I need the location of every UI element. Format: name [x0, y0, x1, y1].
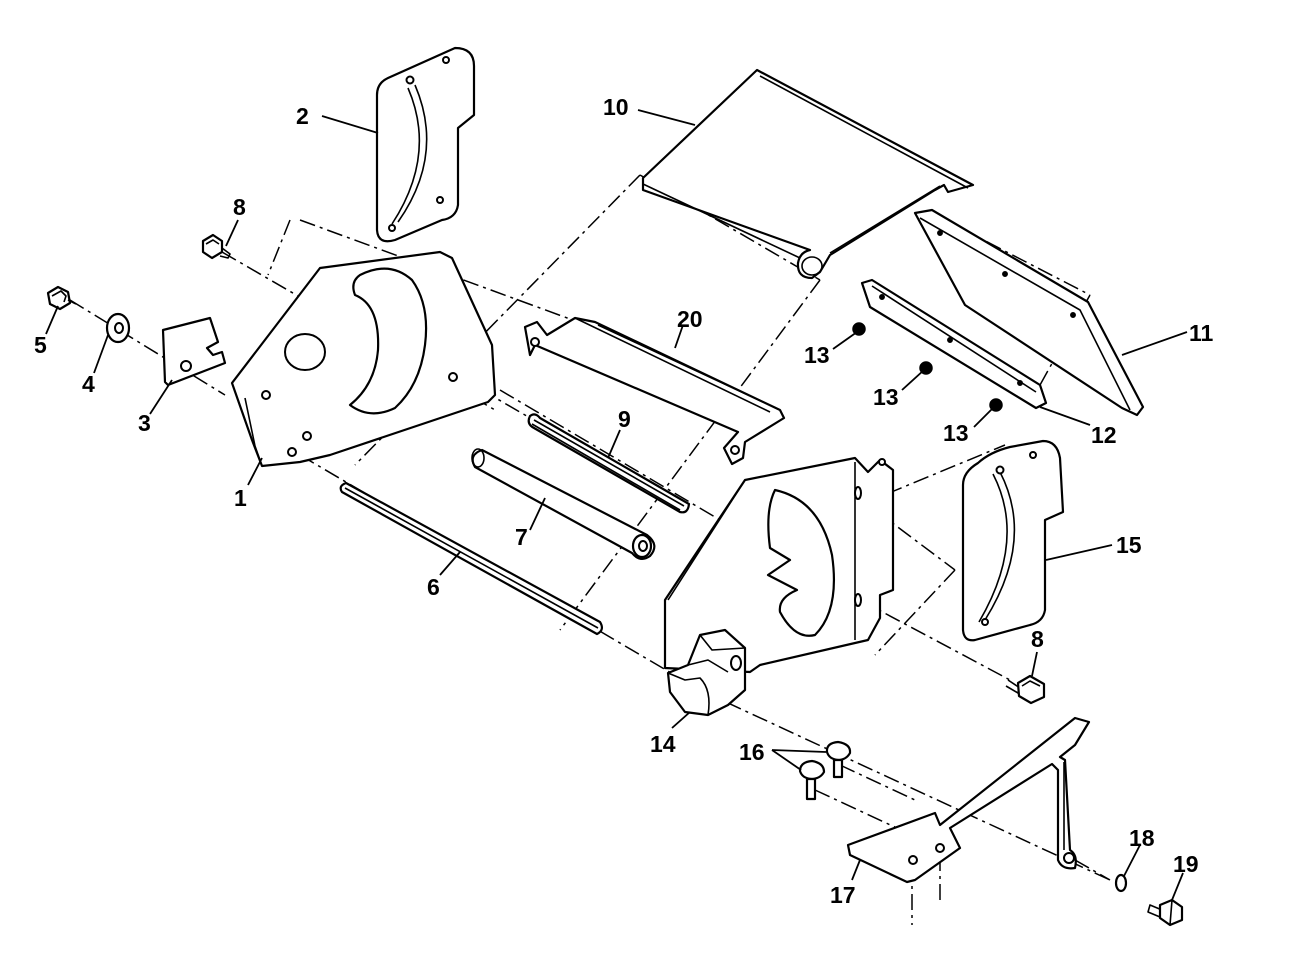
assembly-center-lines: [69, 174, 1111, 925]
callout-4: 4: [82, 371, 95, 397]
part-8-flange-bolt-lower: [1005, 674, 1046, 705]
callout-14: 14: [650, 731, 676, 757]
callout-12: 12: [1091, 422, 1117, 448]
callout-8-lower: 8: [1031, 626, 1044, 652]
part-18-washer: [1114, 873, 1128, 893]
callout-6: 6: [427, 574, 440, 600]
callout-7: 7: [515, 524, 528, 550]
callout-5: 5: [34, 332, 47, 358]
callout-15: 15: [1116, 532, 1142, 558]
callout-13-a: 13: [804, 342, 830, 368]
callout-9: 9: [618, 406, 631, 432]
part-14-block-bushing: [666, 628, 747, 717]
callout-2: 2: [296, 103, 309, 129]
callout-20: 20: [677, 306, 703, 332]
callout-19: 19: [1173, 851, 1199, 877]
part-15-right-cover-plate: [961, 439, 1065, 642]
callout-labels: 1 2 3 4 5 6 7 8 8 9 10 11 12 13 13 13 14…: [34, 94, 1214, 908]
part-2-left-cover-plate: [375, 46, 476, 243]
part-16-bolts: [798, 740, 852, 801]
callout-13-b: 13: [873, 384, 899, 410]
callout-1: 1: [234, 485, 247, 511]
part-1-left-side-plate: [230, 250, 497, 468]
part-5-flange-nut: [46, 285, 77, 311]
part-12-angle-strip: [860, 278, 1048, 410]
part-4-washer: [105, 312, 131, 344]
part-6-long-rod: [339, 481, 604, 636]
part-19-hex-bolt: [1147, 898, 1184, 927]
callout-16: 16: [739, 739, 765, 765]
callout-18: 18: [1129, 825, 1155, 851]
callout-13-c: 13: [943, 420, 969, 446]
part-20-channel-bracket: [523, 316, 786, 466]
callout-3: 3: [138, 410, 151, 436]
callout-8-upper: 8: [233, 194, 246, 220]
part-3-small-bracket: [161, 316, 227, 387]
callout-10: 10: [603, 94, 629, 120]
right-side-plate: [663, 456, 895, 674]
leader-lines: [45, 109, 1188, 901]
part-7-roller-tube: [471, 448, 656, 560]
part-17-lever-arm: [846, 716, 1091, 884]
callout-17: 17: [830, 882, 856, 908]
part-8-flange-bolt-upper: [201, 233, 231, 260]
callout-11: 11: [1189, 320, 1214, 346]
part-10-top-cover: [641, 68, 975, 280]
part-11-deflector-plate: [913, 208, 1145, 417]
part-9-shaft: [527, 413, 691, 514]
